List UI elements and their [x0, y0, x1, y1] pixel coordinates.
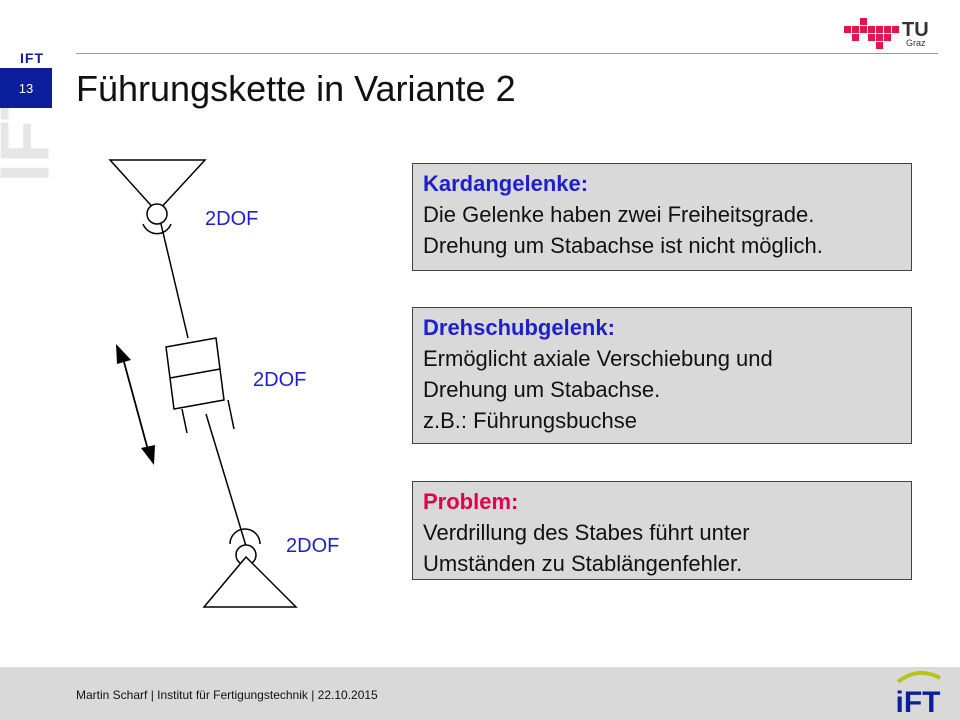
lower-rod	[205, 413, 247, 547]
brand-small-label: IFT	[20, 50, 44, 66]
box-line: Drehung um Stabachse.	[423, 377, 661, 402]
footer-text: Martin Scharf | Institut für Fertigungst…	[76, 688, 378, 702]
box-line: z.B.: Führungsbuchse	[423, 408, 638, 433]
logo-text-tu: TU	[902, 19, 929, 41]
tu-graz-logo: TU Graz	[844, 18, 929, 49]
box-line: Umständen zu Stablängenfehler.	[423, 551, 743, 576]
prismatic-sleeve-divider	[169, 368, 221, 379]
inner-rod-right	[227, 399, 235, 430]
info-box-drehschubgelenk: Drehschubgelenk: Ermöglicht axiale Versc…	[412, 307, 912, 444]
dof-label-bottom: 2DOF	[286, 535, 340, 557]
slide-number: 13	[0, 68, 52, 108]
box-line: Ermöglicht axiale Verschiebung und	[423, 346, 773, 371]
top-universal-joint	[146, 203, 168, 225]
ift-watermark-logo: IFT	[0, 78, 60, 183]
logo-text-graz: Graz	[906, 38, 926, 48]
bottom-joint-arc	[229, 528, 261, 545]
slide-title: Führungskette in Variante 2	[76, 68, 516, 109]
bottom-base-triangle	[202, 555, 298, 608]
info-box-kardangelenke: Kardangelenke: Die Gelenke haben zwei Fr…	[412, 163, 912, 271]
box-heading-drehschub: Drehschubgelenk:	[423, 315, 615, 340]
dof-label-top: 2DOF	[205, 208, 259, 230]
box-heading-problem: Problem:	[423, 489, 519, 514]
inner-rod-left	[181, 408, 188, 434]
ift-logo-text: iFT	[896, 686, 941, 718]
upper-rod	[160, 223, 189, 339]
info-box-problem: Problem: Verdrillung des Stabes führt un…	[412, 481, 912, 580]
box-line: Verdrillung des Stabes führt unter	[423, 520, 750, 545]
box-line: Drehung um Stabachse ist nicht möglich.	[423, 233, 823, 258]
box-heading-kardan: Kardangelenke:	[423, 171, 589, 196]
axial-motion-arrow	[116, 344, 155, 465]
ift-logo-swoosh	[896, 670, 941, 684]
dof-label-middle: 2DOF	[253, 369, 307, 391]
header-divider	[76, 53, 938, 54]
ift-footer-logo: iFT	[896, 670, 941, 718]
box-line: Die Gelenke haben zwei Freiheitsgrade.	[423, 202, 815, 227]
top-joint-arc	[142, 223, 172, 235]
footer-bar	[0, 667, 960, 720]
kinematic-chain-diagram	[108, 159, 298, 608]
top-base-triangle	[108, 159, 207, 214]
